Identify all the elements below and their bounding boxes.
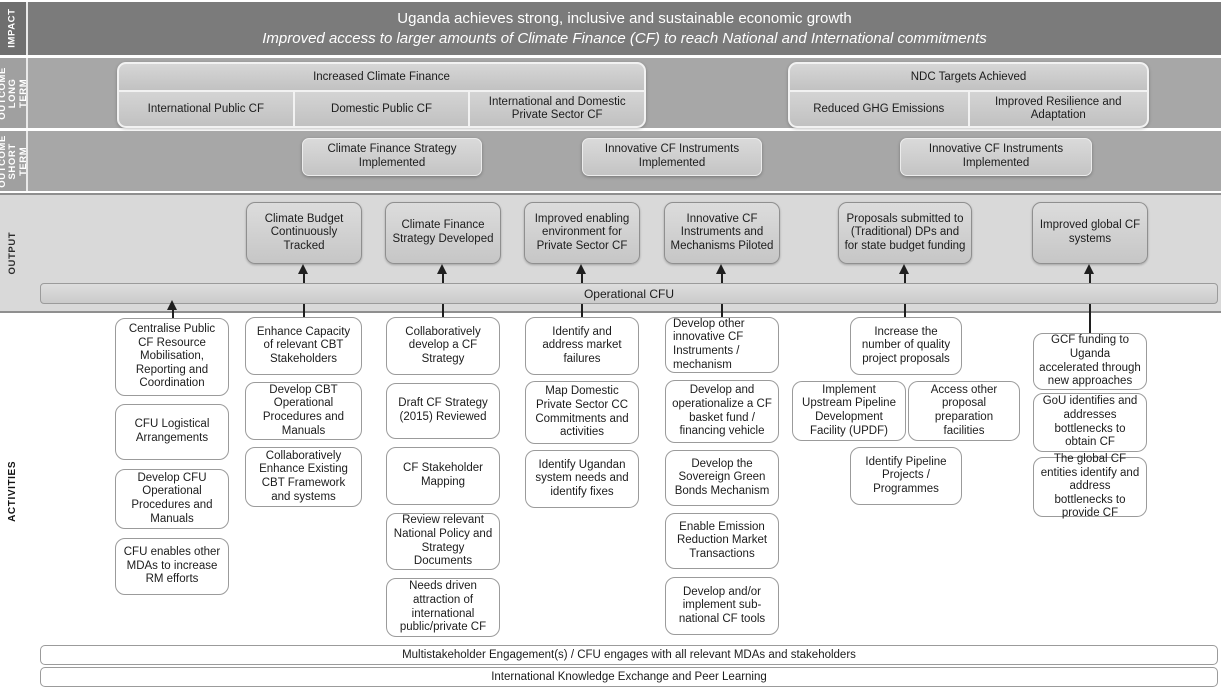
impact-row-label-strip: IMPACT xyxy=(0,2,28,55)
group-item: Domestic Public CF xyxy=(294,92,469,126)
activity-box: Needs driven attraction of international… xyxy=(386,578,500,637)
group-item: International and Domestic Private Secto… xyxy=(470,92,644,126)
arrowhead-up xyxy=(437,264,447,274)
activity-box: Enhance Capacity of relevant CBT Stakeho… xyxy=(245,317,362,375)
activity-box: Develop and/or implement sub-national CF… xyxy=(665,577,779,635)
group-item: Improved Resilience and Adaptation xyxy=(969,92,1147,126)
connector-line xyxy=(904,273,906,283)
activity-box: Collaboratively Enhance Existing CBT Fra… xyxy=(245,447,362,507)
connector-line xyxy=(303,304,305,317)
activity-box: Develop and operationalize a CF basket f… xyxy=(665,380,779,443)
activity-box: Develop CFU Operational Procedures and M… xyxy=(115,469,229,529)
outcome-short-box: Innovative CF Instruments Implemented xyxy=(582,138,762,176)
group-item: Reduced GHG Emissions xyxy=(790,92,968,126)
impact-title: Uganda achieves strong, inclusive and su… xyxy=(397,10,852,27)
footer-bar-multistakeholder: Multistakeholder Engagement(s) / CFU eng… xyxy=(40,645,1218,665)
activity-box: Review relevant National Policy and Stra… xyxy=(386,513,500,570)
connector-line xyxy=(442,304,444,317)
activity-box: Develop other innovative CF Instruments … xyxy=(665,317,779,373)
output-row-label: OUTPUT xyxy=(6,231,18,275)
activity-box: Centralise Public CF Resource Mobilisati… xyxy=(115,318,229,396)
arrowhead-up xyxy=(716,264,726,274)
connector-line xyxy=(1089,273,1091,283)
activity-box: GCF funding to Uganda accelerated throug… xyxy=(1033,333,1147,390)
impact-statement: Uganda achieves strong, inclusive and su… xyxy=(28,2,1221,55)
activity-box: Develop the Sovereign Green Bonds Mechan… xyxy=(665,450,779,506)
outcome-long-row-label: OUTCOME LONG TERM xyxy=(0,66,29,120)
arrowhead-up xyxy=(899,264,909,274)
group-header: NDC Targets Achieved xyxy=(790,64,1147,90)
output-box: Climate Budget Continuously Tracked xyxy=(246,202,362,264)
arrowhead-up xyxy=(576,264,586,274)
activity-box: Access other proposal preparation facili… xyxy=(908,381,1020,441)
activity-box: Develop CBT Operational Procedures and M… xyxy=(245,382,362,440)
group-items-row: Reduced GHG Emissions Improved Resilienc… xyxy=(790,92,1147,126)
connector-line xyxy=(1089,304,1091,333)
ndc-targets-group: NDC Targets Achieved Reduced GHG Emissio… xyxy=(788,62,1149,128)
activity-box: CF Stakeholder Mapping xyxy=(386,447,500,505)
output-box: Proposals submitted to (Traditional) DPs… xyxy=(838,202,972,264)
arrowhead-up xyxy=(167,300,177,310)
outcome-short-box: Climate Finance Strategy Implemented xyxy=(302,138,482,176)
activity-box: Identify Pipeline Projects / Programmes xyxy=(850,447,962,505)
arrowhead-up xyxy=(1084,264,1094,274)
connector-line xyxy=(172,309,174,318)
activity-box: Identify and address market failures xyxy=(525,317,639,375)
operational-cfu-bar: Operational CFU xyxy=(40,283,1218,304)
connector-line xyxy=(581,273,583,283)
activity-box: Implement Upstream Pipeline Development … xyxy=(792,381,906,441)
activity-box: The global CF entities identify and addr… xyxy=(1033,453,1147,519)
output-box: Climate Finance Strategy Developed xyxy=(385,202,501,264)
activity-box: Collaboratively develop a CF Strategy xyxy=(386,317,500,375)
connector-line xyxy=(721,304,723,317)
activities-row-label-strip: ACTIVITIES xyxy=(0,311,26,671)
connector-line xyxy=(581,304,583,317)
impact-row-label: IMPACT xyxy=(6,8,18,49)
connector-line xyxy=(904,304,906,317)
group-header: Increased Climate Finance xyxy=(119,64,644,90)
outcome-short-box: Innovative CF Instruments Implemented xyxy=(900,138,1092,176)
increased-climate-finance-group: Increased Climate Finance International … xyxy=(117,62,646,128)
activities-row-label: ACTIVITIES xyxy=(6,460,18,522)
arrowhead-up xyxy=(298,264,308,274)
outcome-short-row-label-strip: OUTCOME SHORT TERM xyxy=(0,131,28,191)
group-items-row: International Public CF Domestic Public … xyxy=(119,92,644,126)
group-item: International Public CF xyxy=(119,92,293,126)
impact-band: IMPACT Uganda achieves strong, inclusive… xyxy=(0,2,1221,55)
activity-box: Increase the number of quality project p… xyxy=(850,317,962,375)
activity-box: Map Domestic Private Sector CC Commitmen… xyxy=(525,381,639,444)
connector-line xyxy=(442,273,444,283)
output-row-label-strip: OUTPUT xyxy=(0,195,26,311)
activity-box: GoU identifies and addresses bottlenecks… xyxy=(1033,393,1147,452)
connector-line xyxy=(721,273,723,283)
output-box: Improved global CF systems xyxy=(1032,202,1148,264)
footer-bar-knowledge-exchange: International Knowledge Exchange and Pee… xyxy=(40,667,1218,687)
output-box: Innovative CF Instruments and Mechanisms… xyxy=(664,202,780,264)
activity-box: Identify Ugandan system needs and identi… xyxy=(525,450,639,508)
impact-subtitle: Improved access to larger amounts of Cli… xyxy=(262,30,987,47)
outcome-long-row-label-strip: OUTCOME LONG TERM xyxy=(0,58,28,128)
activity-box: CFU Logistical Arrangements xyxy=(115,404,229,460)
connector-line xyxy=(303,273,305,283)
activity-box: Draft CF Strategy (2015) Reviewed xyxy=(386,383,500,439)
activity-box: Enable Emission Reduction Market Transac… xyxy=(665,513,779,569)
output-box: Improved enabling environment for Privat… xyxy=(524,202,640,264)
activity-box: CFU enables other MDAs to increase RM ef… xyxy=(115,538,229,595)
outcome-short-row-label: OUTCOME SHORT TERM xyxy=(0,134,29,188)
